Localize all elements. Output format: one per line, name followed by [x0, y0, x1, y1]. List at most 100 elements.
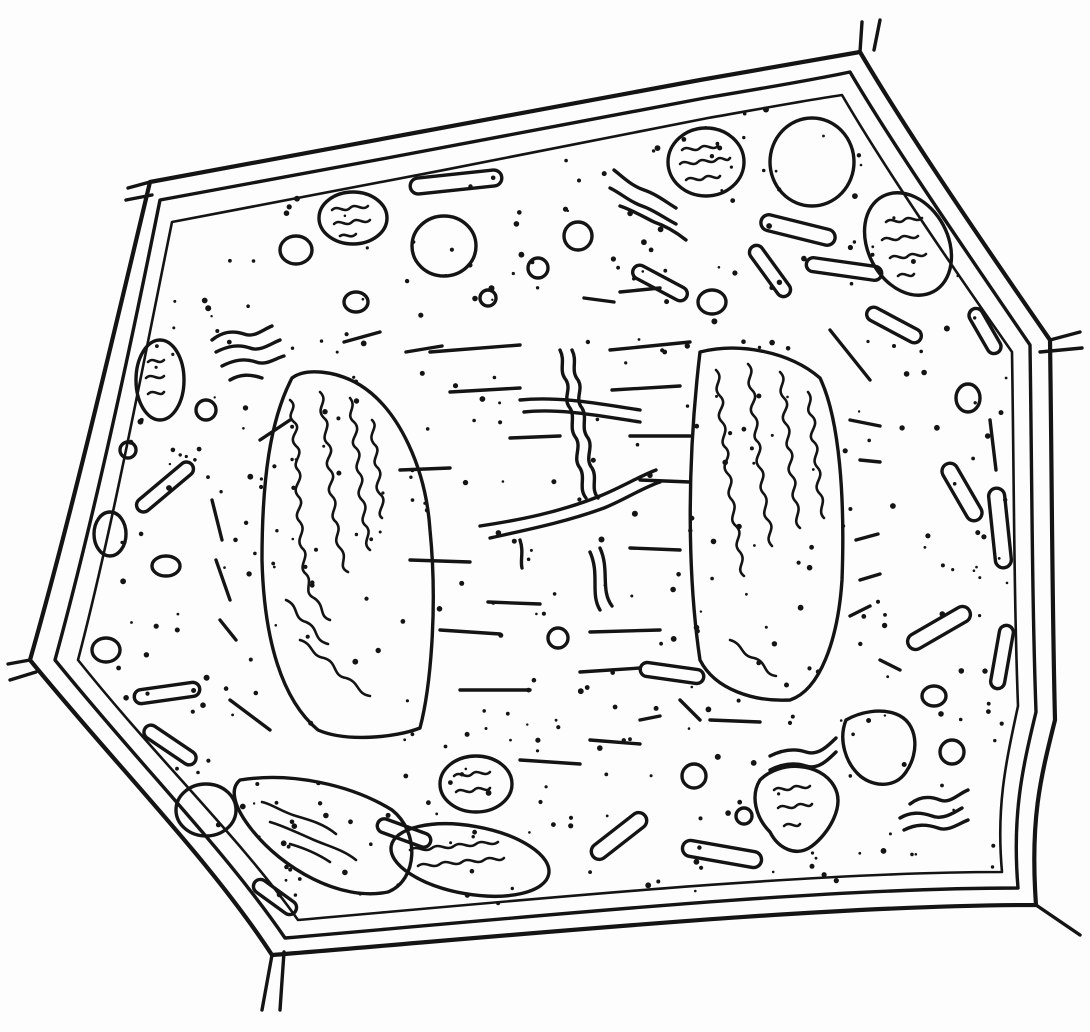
granule	[910, 259, 916, 264]
granule	[693, 624, 700, 631]
granule	[535, 749, 540, 753]
granule	[999, 721, 1004, 726]
granule	[352, 375, 356, 379]
granule	[168, 462, 172, 466]
granule	[246, 304, 250, 309]
granule	[190, 709, 195, 714]
granule	[892, 216, 896, 220]
granule	[205, 305, 212, 312]
granule	[566, 209, 570, 213]
granule	[526, 557, 531, 562]
granule	[997, 557, 1001, 560]
granule	[196, 770, 200, 775]
granule	[505, 711, 510, 716]
granule	[449, 841, 453, 845]
granule	[660, 348, 665, 353]
granule	[274, 624, 278, 627]
granule	[635, 442, 640, 447]
granule	[676, 572, 681, 577]
chloroplast	[317, 190, 389, 246]
granule	[343, 214, 347, 218]
granule	[653, 705, 659, 711]
granule	[867, 438, 871, 443]
granule	[361, 297, 365, 301]
granule	[353, 398, 360, 404]
granule	[464, 731, 470, 737]
granule	[888, 832, 892, 836]
granule	[806, 564, 813, 571]
granule	[535, 612, 538, 616]
granule	[510, 886, 514, 891]
granule	[590, 457, 596, 463]
granule	[616, 265, 620, 270]
granule	[938, 711, 944, 717]
granule	[730, 198, 736, 204]
granule	[166, 485, 172, 491]
granule	[322, 444, 326, 448]
granule	[424, 508, 430, 513]
cytoplasmic-granules	[116, 106, 1009, 906]
granule	[323, 812, 329, 819]
granule	[811, 468, 815, 471]
granule	[173, 299, 177, 303]
granule	[297, 877, 302, 881]
granule	[648, 247, 654, 253]
granule	[892, 344, 896, 348]
granule	[120, 578, 126, 585]
granule	[958, 668, 965, 674]
granule	[568, 823, 574, 829]
granule	[934, 424, 940, 431]
granule	[810, 851, 815, 855]
granule	[858, 851, 862, 855]
granule	[381, 491, 385, 495]
granule	[511, 271, 515, 276]
granule	[688, 528, 693, 533]
granule	[501, 480, 505, 483]
granule	[984, 433, 991, 439]
chloroplast	[753, 764, 840, 853]
granule	[858, 641, 863, 647]
granule	[763, 106, 769, 113]
granule	[490, 175, 496, 181]
granule	[711, 318, 718, 325]
granule	[155, 344, 159, 348]
granule	[365, 246, 369, 250]
granule	[757, 345, 762, 350]
granule	[360, 340, 367, 347]
granule	[378, 530, 382, 534]
granule	[756, 660, 762, 666]
granule	[647, 472, 653, 478]
granule	[526, 687, 531, 693]
granule	[517, 210, 522, 215]
granule	[605, 814, 609, 818]
granule	[705, 706, 712, 713]
granule	[243, 520, 249, 525]
granule	[535, 286, 540, 290]
granule	[423, 501, 427, 505]
nucleus	[260, 346, 845, 740]
granule	[766, 223, 772, 229]
granule	[435, 812, 439, 816]
granule	[335, 350, 339, 354]
granule	[664, 299, 670, 305]
cell-wall	[6, 18, 1084, 1012]
granule	[283, 210, 290, 216]
granule	[203, 674, 210, 681]
granule	[213, 396, 216, 399]
granule	[597, 745, 603, 751]
granule	[610, 670, 615, 675]
chloroplast	[232, 775, 414, 896]
granule	[322, 409, 328, 415]
granule	[815, 669, 821, 674]
granule	[490, 289, 493, 293]
granule	[699, 865, 704, 870]
chromatin-right	[714, 362, 826, 678]
granule	[645, 882, 652, 889]
granule	[903, 371, 910, 377]
granule	[511, 538, 517, 544]
granule	[685, 404, 690, 408]
granule	[375, 647, 381, 654]
granule	[280, 840, 287, 847]
